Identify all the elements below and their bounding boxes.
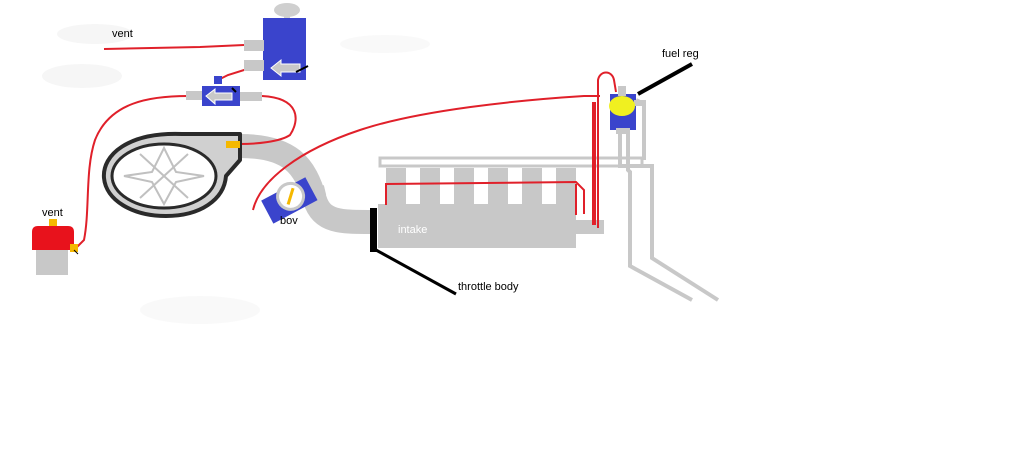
vacuum-lines <box>75 44 617 249</box>
vent-top-label: vent <box>112 28 133 40</box>
fuel-reg-pointer <box>637 62 693 96</box>
small-solenoid-icon <box>186 76 262 106</box>
throttle-body-pointer <box>375 248 457 296</box>
intake-manifold <box>378 156 644 248</box>
boost-solenoid-icon <box>244 3 309 80</box>
throttle-body-label: throttle body <box>458 281 519 293</box>
background-smudges <box>42 24 430 324</box>
catch-can-icon <box>32 219 79 275</box>
blow-off-valve-icon <box>261 177 318 224</box>
vent-left-label: vent <box>42 207 63 219</box>
bov-label: bov <box>280 215 298 227</box>
fuel-reg-label: fuel reg <box>662 48 699 60</box>
fuel-regulator-icon <box>609 86 646 134</box>
intake-label: intake <box>398 224 427 236</box>
throttle-body <box>370 208 377 252</box>
turbo-outlet-fitting <box>226 141 240 148</box>
turbocharger-icon <box>101 131 242 218</box>
